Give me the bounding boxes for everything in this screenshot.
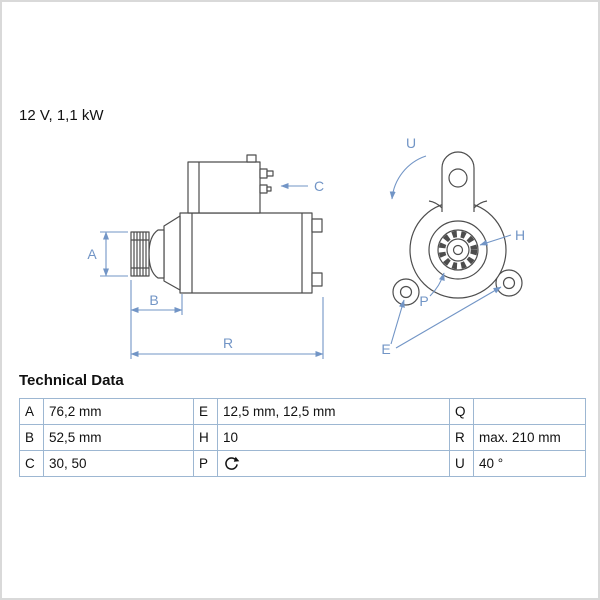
callout-p: P bbox=[419, 272, 445, 309]
callout-c: C bbox=[280, 178, 324, 194]
param-value-r: max. 210 mm bbox=[473, 424, 586, 451]
spec-label: 12 V, 1,1 kW bbox=[19, 107, 104, 124]
param-value-p bbox=[217, 450, 450, 477]
flange-body bbox=[399, 151, 516, 299]
dimension-a: A bbox=[87, 231, 128, 277]
dim-label-u: U bbox=[406, 135, 416, 151]
param-value-a: 76,2 mm bbox=[43, 398, 194, 425]
dim-label-c: C bbox=[314, 178, 324, 194]
pinion-gear bbox=[130, 231, 150, 277]
param-key-u: U bbox=[449, 450, 474, 477]
rotation-direction-icon bbox=[225, 456, 240, 470]
dim-label-h: H bbox=[515, 227, 525, 243]
dim-label-p: P bbox=[419, 293, 428, 309]
dim-label-b: B bbox=[149, 292, 158, 308]
param-key-e: E bbox=[193, 398, 218, 425]
param-key-b: B bbox=[19, 424, 44, 451]
param-value-u: 40 ° bbox=[473, 450, 586, 477]
mounting-ears bbox=[392, 269, 523, 306]
dimension-r: R bbox=[130, 297, 324, 359]
param-key-p: P bbox=[193, 450, 218, 477]
technical-data-section: Technical Data A 76,2 mm E 12,5 mm, 12,5… bbox=[19, 372, 586, 477]
dim-label-r: R bbox=[223, 335, 233, 351]
param-key-q: Q bbox=[449, 398, 474, 425]
dim-label-a: A bbox=[87, 246, 97, 262]
front-view: U H P E bbox=[381, 135, 525, 357]
dim-label-e: E bbox=[381, 341, 390, 357]
callout-u: U bbox=[389, 135, 427, 200]
param-value-c: 30, 50 bbox=[43, 450, 194, 477]
param-value-q bbox=[473, 398, 586, 425]
dimension-b: B bbox=[130, 280, 183, 315]
param-key-a: A bbox=[19, 398, 44, 425]
param-value-b: 52,5 mm bbox=[43, 424, 194, 451]
param-key-h: H bbox=[193, 424, 218, 451]
param-value-h: 10 bbox=[217, 424, 450, 451]
solenoid bbox=[187, 154, 274, 214]
side-view: A B R C bbox=[87, 154, 324, 359]
technical-data-title: Technical Data bbox=[19, 372, 124, 389]
motor-body bbox=[179, 212, 323, 294]
table-row: A 76,2 mm E 12,5 mm, 12,5 mm Q bbox=[19, 398, 586, 425]
shaft-gear-bore bbox=[428, 220, 488, 280]
param-key-c: C bbox=[19, 450, 44, 477]
technical-data-table: A 76,2 mm E 12,5 mm, 12,5 mm Q B 52,5 mm… bbox=[19, 398, 586, 477]
callout-h: H bbox=[479, 227, 525, 246]
param-key-r: R bbox=[449, 424, 474, 451]
table-row: B 52,5 mm H 10 R max. 210 mm bbox=[19, 424, 586, 451]
drive-end-housing bbox=[148, 215, 181, 291]
table-row: C 30, 50 P U 40 ° bbox=[19, 450, 586, 477]
callout-e: E bbox=[381, 286, 502, 357]
param-value-e: 12,5 mm, 12,5 mm bbox=[217, 398, 450, 425]
